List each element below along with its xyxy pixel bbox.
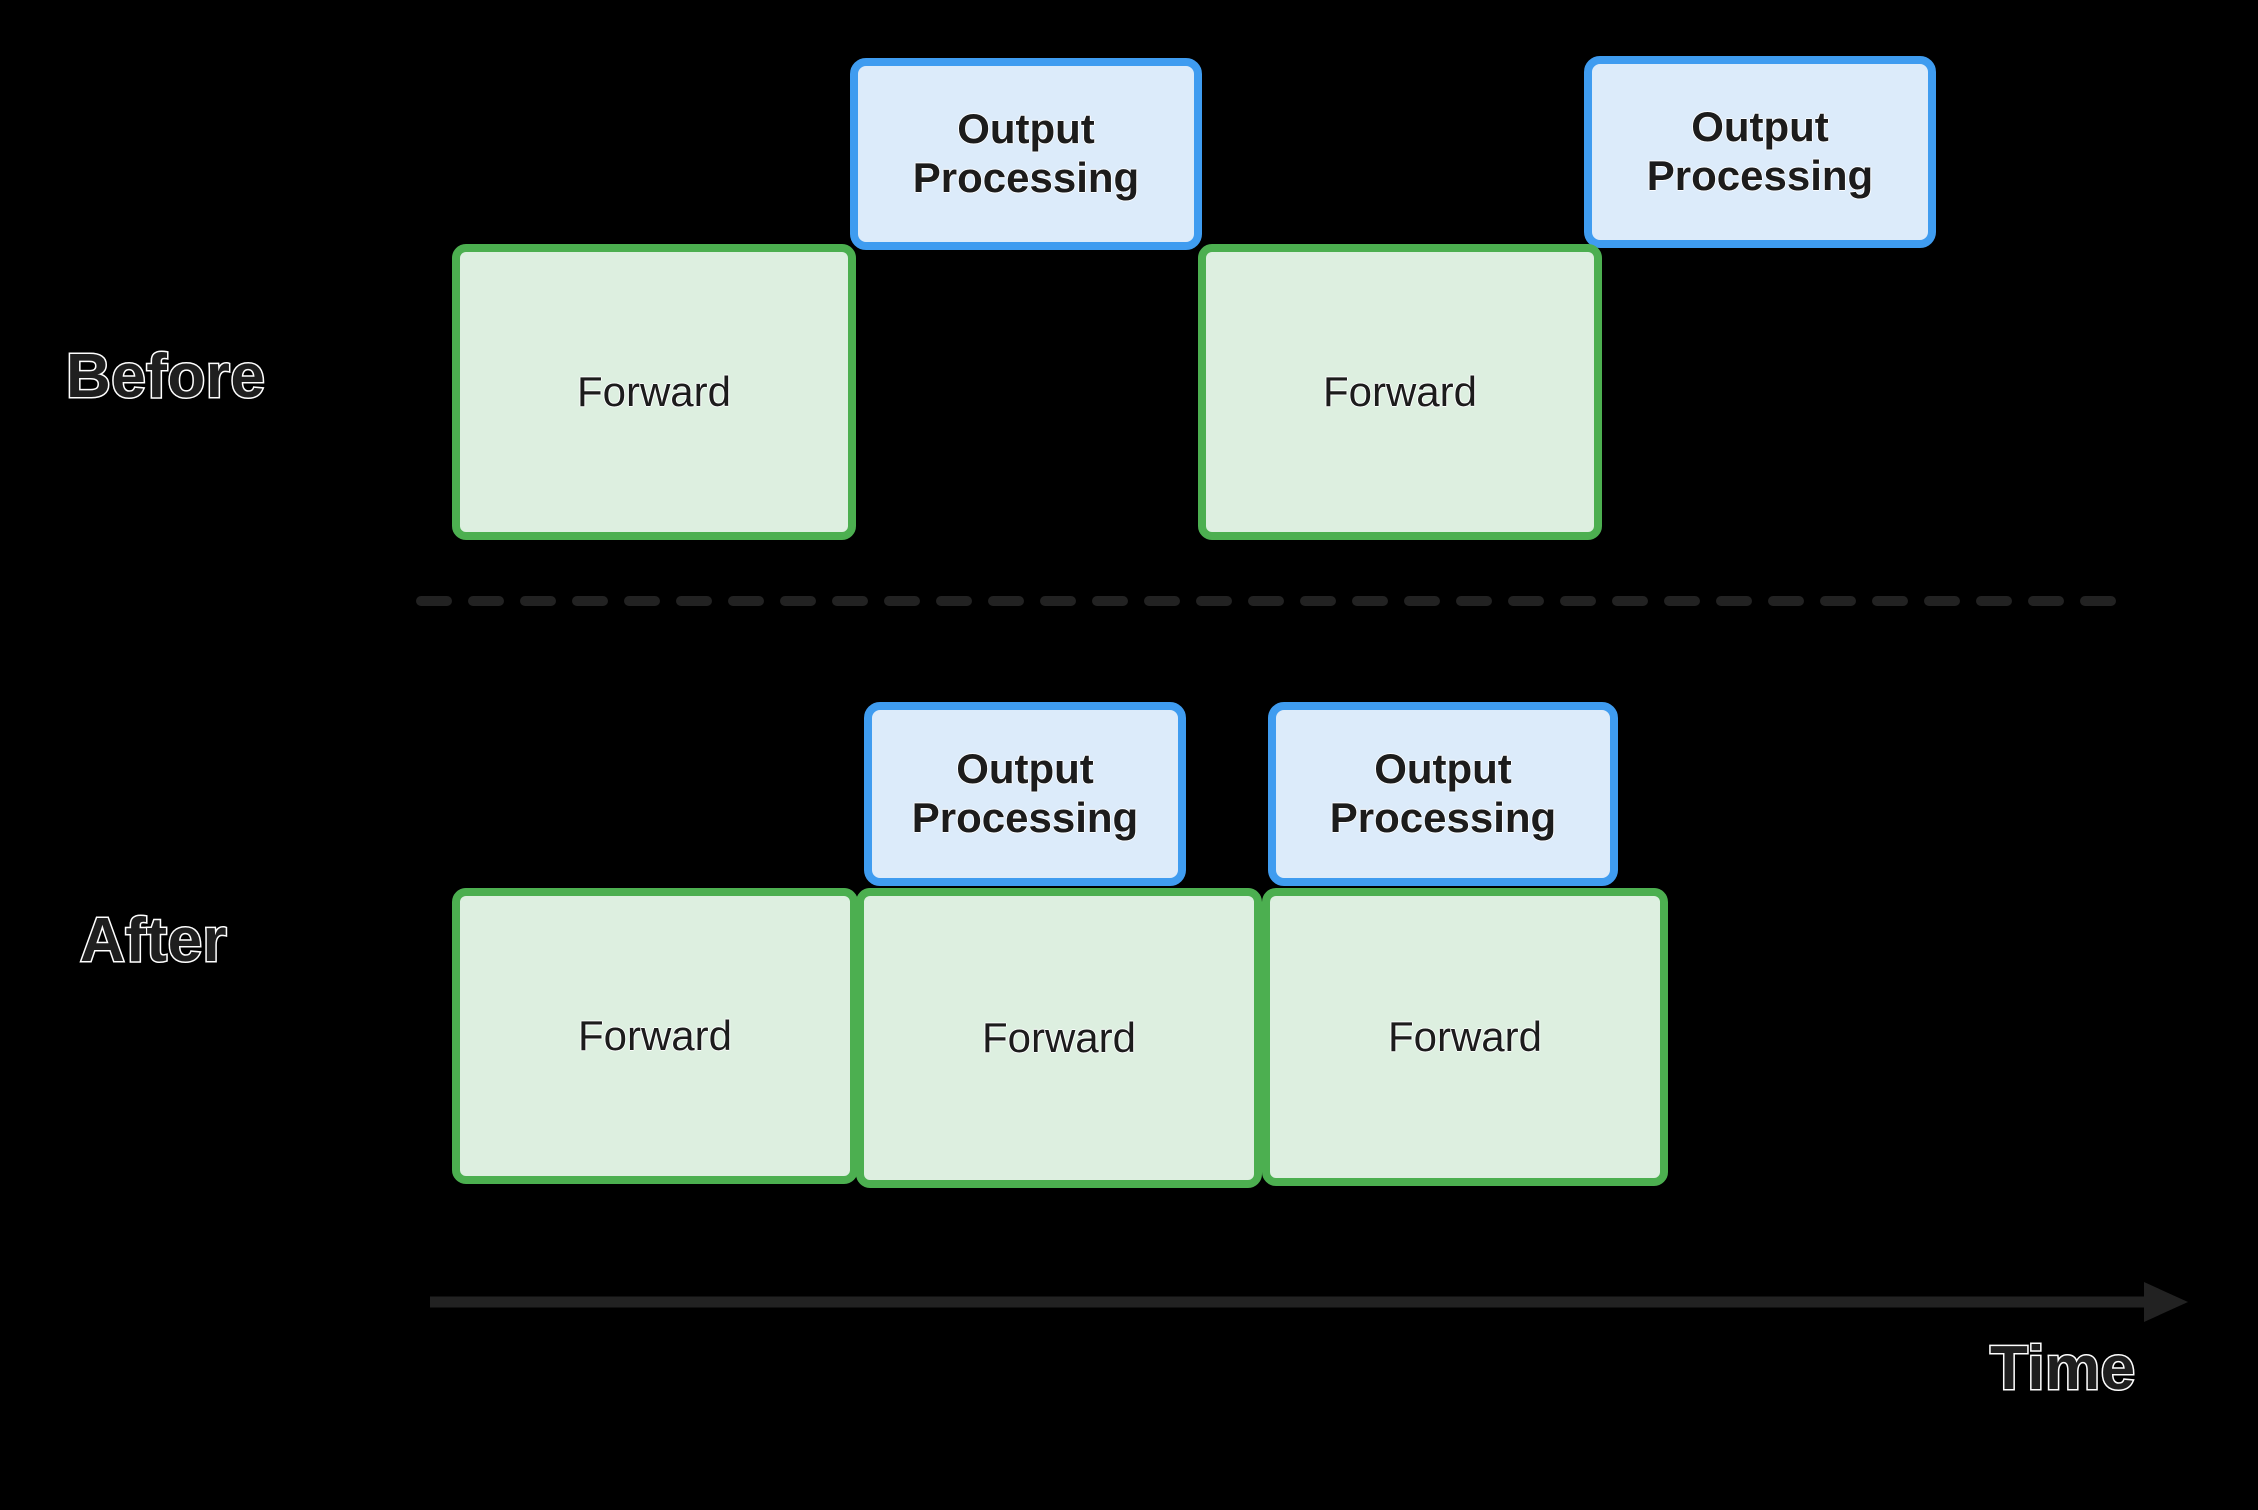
block-label: Forward — [577, 1011, 733, 1059]
block-label: Output Processing — [872, 745, 1178, 842]
block-label: Output Processing — [1276, 745, 1610, 842]
block-label-line1: Output — [1691, 103, 1829, 151]
axis-label-time: Time — [1989, 1334, 2137, 1403]
after-output-processing-block-1: Output Processing — [864, 702, 1186, 886]
before-output-processing-block-1: Output Processing — [850, 58, 1202, 250]
row-label-after: After — [78, 906, 228, 975]
block-label-line2: Processing — [1329, 794, 1557, 841]
before-forward-block-1: Forward — [452, 244, 856, 540]
after-forward-block-1: Forward — [452, 888, 858, 1184]
block-label: Forward — [576, 367, 732, 415]
block-label: Output Processing — [858, 105, 1194, 202]
block-label: Output Processing — [1592, 103, 1928, 200]
block-label: Forward — [981, 1013, 1137, 1061]
time-axis-arrow — [430, 1275, 2190, 1329]
row-label-before: Before — [64, 342, 266, 411]
block-label-line1: Output — [956, 745, 1094, 793]
block-label-line1: Output — [957, 105, 1095, 153]
block-label-line1: Output — [1374, 745, 1512, 793]
block-label-line2: Processing — [1646, 152, 1874, 199]
section-divider — [416, 596, 2128, 606]
after-output-processing-block-2: Output Processing — [1268, 702, 1618, 886]
before-forward-block-2: Forward — [1198, 244, 1602, 540]
block-label: Forward — [1322, 367, 1478, 415]
block-label: Forward — [1387, 1012, 1543, 1060]
block-label-line2: Processing — [911, 794, 1139, 841]
before-output-processing-block-2: Output Processing — [1584, 56, 1936, 248]
after-forward-block-3: Forward — [1262, 888, 1668, 1186]
after-forward-block-2: Forward — [856, 888, 1262, 1188]
block-label-line2: Processing — [912, 154, 1140, 201]
